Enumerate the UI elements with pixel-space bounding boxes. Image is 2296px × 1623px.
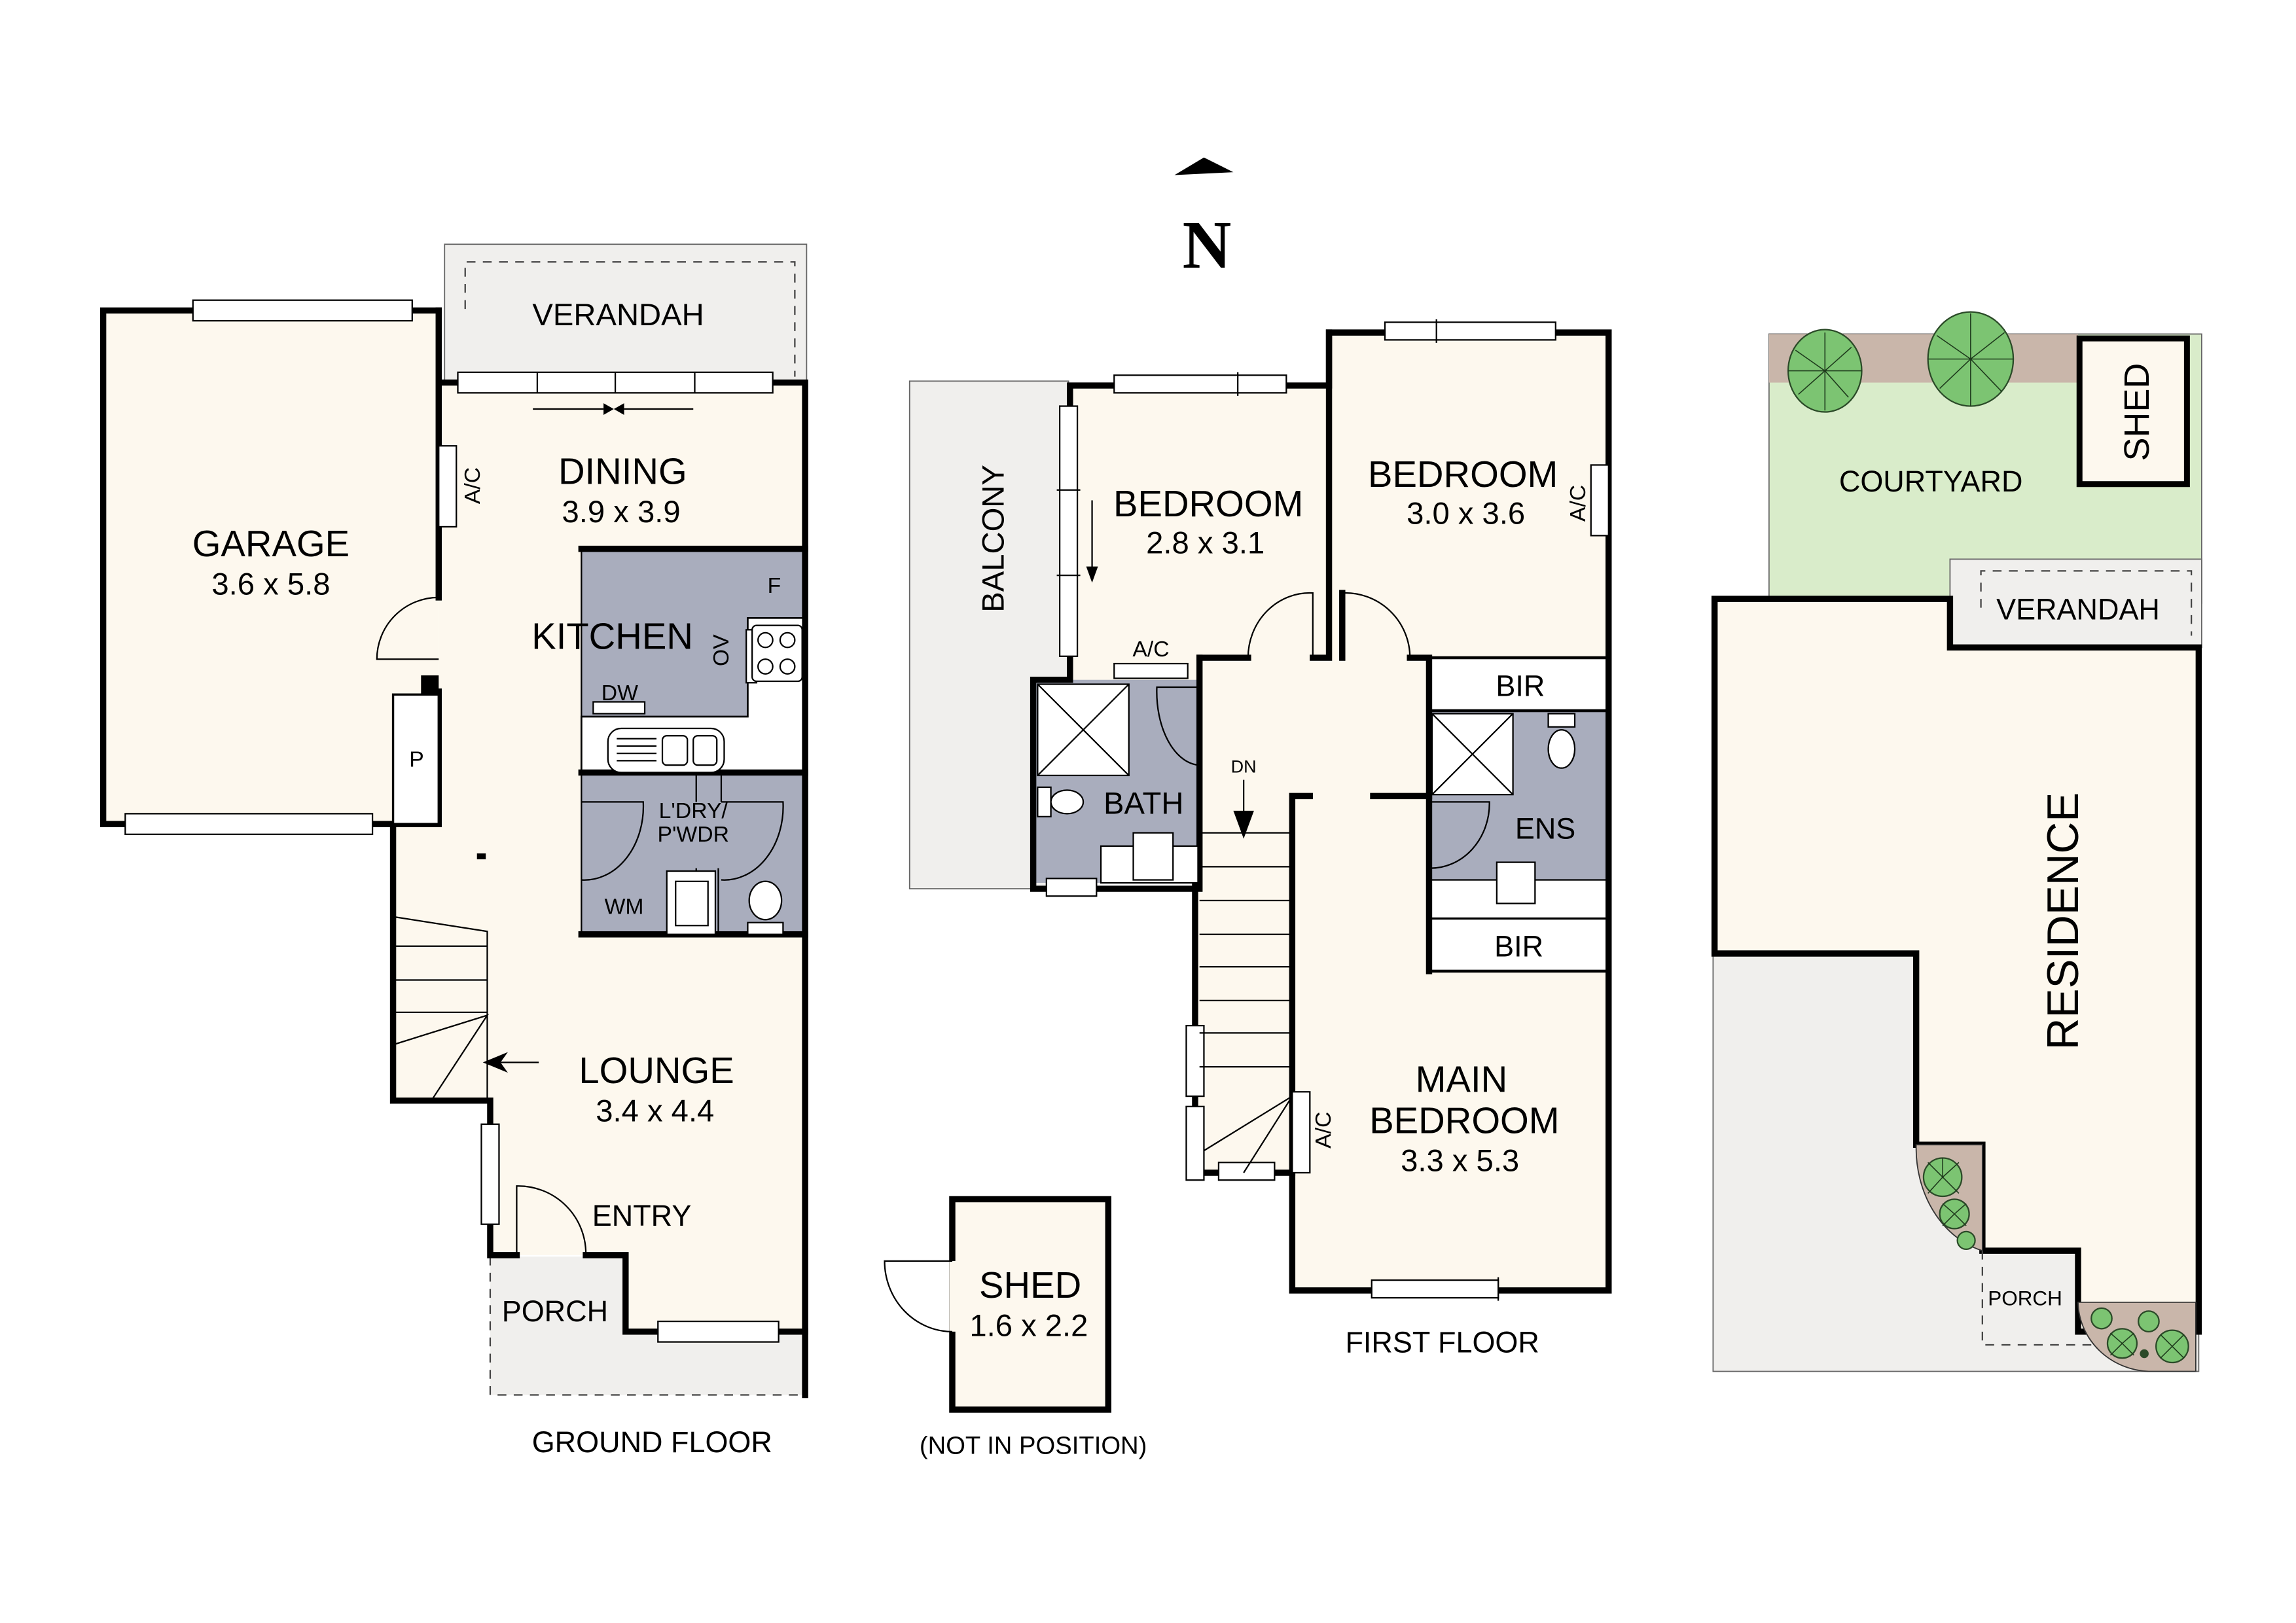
room-label-garage: GARAGE (192, 523, 350, 564)
tree-icon (1956, 1230, 1976, 1251)
site-label-shed: SHED (2117, 363, 2157, 461)
shed-plan (884, 1196, 1112, 1413)
ac-label-bedroom-2: A/C (1132, 637, 1169, 662)
site-label-porch: PORCH (1988, 1287, 2062, 1310)
tree-icon (2155, 1329, 2189, 1364)
ac-label-dining: A/C (460, 467, 485, 504)
ac-label-main-bedroom: A/C (1311, 1112, 1336, 1149)
room-label-bath: BATH (1103, 786, 1183, 821)
first-floor-caption: FIRST FLOOR (1345, 1325, 1539, 1359)
shed-note: (NOT IN POSITION) (920, 1431, 1147, 1459)
first-floor-area (1033, 332, 1609, 1291)
room-label-balcony: BALCONY (977, 465, 1011, 613)
tree-icon (1787, 329, 1863, 413)
tree-icon (2106, 1328, 2138, 1359)
room-dims-bedroom-3: 3.0 x 3.6 (1407, 496, 1525, 531)
tree-icon (2090, 1307, 2113, 1330)
residence-footprint (1711, 596, 2202, 1335)
site-verandah (1949, 558, 2202, 649)
room-label-bedroom-3: BEDROOM (1368, 454, 1558, 495)
site-label-verandah: VERANDAH (1996, 593, 2160, 626)
kitchen-area (581, 548, 806, 717)
garage-floor (103, 310, 439, 825)
dishwasher-label: DW (601, 681, 638, 705)
north-letter: N (1183, 208, 1232, 283)
pantry (391, 693, 440, 825)
site-plan (1711, 311, 2202, 1372)
site-label-courtyard: COURTYARD (1839, 465, 2023, 498)
verandah-area (444, 243, 808, 383)
tree-icon (1922, 1157, 1963, 1198)
room-label-kitchen: KITCHEN (531, 616, 693, 657)
room-label-dining: DINING (558, 451, 687, 492)
fridge-label: F (768, 573, 781, 598)
room-dims-garage: 3.6 x 5.8 (211, 567, 330, 601)
tree-icon (1927, 311, 2015, 407)
room-label-entry: ENTRY (592, 1199, 692, 1232)
washing-machine-label: WM (605, 894, 644, 919)
pantry-label: P (409, 747, 424, 772)
room-label-main-bedroom-line2: BEDROOM (1369, 1099, 1559, 1141)
tree-icon (2138, 1310, 2160, 1332)
north-arrow-icon (1174, 157, 1234, 175)
room-label-bir-upper: BIR (1496, 669, 1545, 702)
first-floor-plan (908, 319, 1612, 1301)
ground-floor-caption: GROUND FLOOR (532, 1425, 772, 1459)
site-shed (2076, 335, 2190, 488)
room-label-ensuite: ENS (1515, 812, 1575, 846)
stair-down-label: DN (1231, 757, 1257, 776)
room-label-laundry-line2: P'WDR (658, 822, 729, 847)
shed-label: SHED (979, 1264, 1081, 1306)
room-label-main-bedroom-line1: MAIN (1416, 1058, 1508, 1099)
room-dims-dining: 3.9 x 3.9 (562, 495, 681, 529)
ground-floor-plan (99, 243, 808, 1399)
room-label-bir-lower: BIR (1494, 929, 1543, 963)
north-indicator: N (1174, 157, 1234, 283)
room-label-laundry-line1: L'DRY/ (659, 798, 728, 823)
tree-icon (1939, 1198, 1970, 1230)
room-label-bedroom-2: BEDROOM (1113, 483, 1303, 524)
shed-dims: 1.6 x 2.2 (969, 1309, 1088, 1344)
tree-icon (2140, 1349, 2149, 1359)
room-label-porch: PORCH (502, 1294, 608, 1328)
oven-label: OV (709, 634, 734, 666)
site-label-residence: RESIDENCE (2039, 793, 2088, 1050)
room-dims-lounge: 3.4 x 4.4 (596, 1094, 714, 1128)
bir-upper (1427, 656, 1611, 713)
room-label-lounge: LOUNGE (579, 1050, 734, 1091)
ac-label-bedroom-3: A/C (1566, 485, 1590, 522)
room-dims-bedroom-2: 2.8 x 3.1 (1146, 526, 1265, 560)
room-dims-main-bedroom: 3.3 x 5.3 (1401, 1144, 1519, 1179)
room-label-verandah: VERANDAH (532, 298, 704, 332)
